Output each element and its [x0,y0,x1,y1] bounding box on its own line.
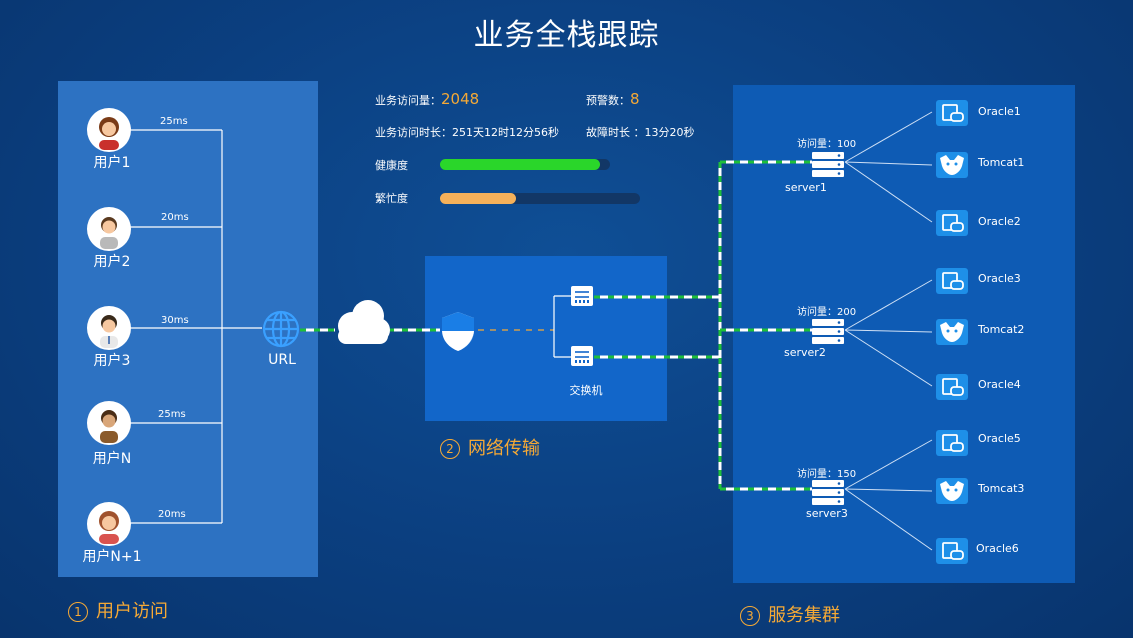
avatar[interactable] [87,401,131,445]
network-links [300,160,812,491]
health-bar-fill [440,159,600,170]
fault-duration-stat: 故障时长 ：13分20秒 [586,126,695,139]
user-male-icon [87,306,131,350]
server-icon[interactable] [812,480,844,506]
section-number: 3 [740,606,760,626]
switch-icon[interactable] [571,286,593,306]
node-label: Tomcat2 [978,323,1025,336]
server-name: server2 [784,346,826,359]
section-number: 2 [440,439,460,459]
server-visits: 访问量：100 [797,139,857,150]
database-icon[interactable] [936,538,968,564]
node-label: Tomcat1 [978,156,1025,169]
section-server-cluster: 3 服务集群 [740,601,840,627]
visits-stat: 业务访问量：2048 [375,90,479,108]
latency-label: 20ms [158,509,186,520]
page-title: 业务全栈跟踪 [473,18,660,53]
alerts-value: 8 [630,90,640,108]
server-visits: 访问量：200 [797,307,857,318]
server-name: server3 [806,507,848,520]
server-icon[interactable] [812,152,844,178]
tomcat-icon[interactable] [936,478,968,504]
user-label: 用户2 [93,254,131,270]
cloud-icon [328,294,392,350]
busy-bar-fill [440,193,516,204]
section-number: 1 [68,602,88,622]
url-label: URL [268,352,296,368]
section-title: 网络传输 [468,438,540,459]
database-icon[interactable] [936,374,968,400]
avatar[interactable] [87,502,131,546]
node-label: Oracle1 [978,105,1021,118]
user-male-icon [87,207,131,251]
user-label: 用户N+1 [82,549,142,565]
database-icon[interactable] [936,268,968,294]
node-label: Oracle3 [978,272,1021,285]
user-label: 用户3 [93,353,131,369]
node-label: Oracle6 [976,542,1019,555]
section-title: 用户访问 [96,601,168,622]
user-female-icon [87,502,131,546]
user-label: 用户1 [93,155,131,171]
latency-label: 30ms [161,315,189,326]
database-icon[interactable] [936,210,968,236]
section-user-access: 1 用户访问 [68,597,168,623]
user-male-icon [87,401,131,445]
avatar[interactable] [87,306,131,350]
user-links [130,129,262,524]
switch-label: 交换机 [569,384,603,397]
latency-label: 25ms [158,409,186,420]
tomcat-icon[interactable] [936,319,968,345]
section-network: 2 网络传输 [440,434,540,460]
health-bar [440,159,610,170]
latency-label: 25ms [160,116,188,127]
node-label: Oracle4 [978,378,1021,391]
node-label: Tomcat3 [978,482,1025,495]
visits-label: 业务访问量： [375,94,441,107]
avatar[interactable] [87,207,131,251]
server-visits: 访问量：150 [797,469,857,480]
user-label: 用户N [92,451,132,467]
server-icon[interactable] [812,319,844,345]
globe-icon[interactable] [261,309,301,349]
tomcat-icon[interactable] [936,152,968,178]
alerts-stat: 预警数：8 [586,90,640,108]
database-icon[interactable] [936,100,968,126]
server-node-links [844,111,933,551]
busy-bar [440,193,640,204]
section-title: 服务集群 [768,605,840,626]
node-label: Oracle5 [978,432,1021,445]
duration-stat: 业务访问时长：251天12时12分56秒 [375,126,559,139]
avatar[interactable] [87,108,131,152]
latency-label: 20ms [161,212,189,223]
node-label: Oracle2 [978,215,1021,228]
alerts-label: 预警数： [586,94,630,107]
health-label: 健康度 [375,159,408,172]
visits-value: 2048 [441,90,480,108]
busy-label: 繁忙度 [375,192,408,205]
database-icon[interactable] [936,430,968,456]
switch-icon[interactable] [571,346,593,366]
firewall-shield-icon[interactable] [439,310,477,352]
server-name: server1 [785,181,827,194]
server-cluster-panel [733,85,1075,583]
user-female-icon [87,108,131,152]
